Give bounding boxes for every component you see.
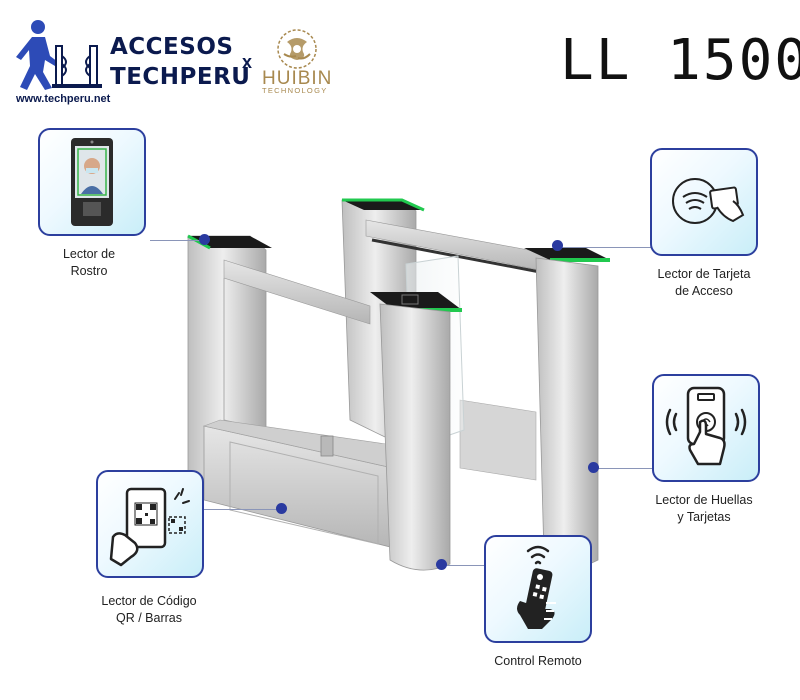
huibin-emblem-icon bbox=[276, 28, 318, 70]
feature-card-remote-control bbox=[484, 535, 592, 643]
connector-line bbox=[204, 509, 280, 510]
feature-label-face-reader: Lector de Rostro bbox=[62, 247, 116, 278]
feature-label-remote-control: Control Remoto bbox=[494, 654, 582, 668]
qr-barcode-phone-icon bbox=[109, 487, 190, 567]
fingerprint-card-reader-icon bbox=[665, 386, 747, 466]
brand-name-line2: TECHPERU bbox=[110, 64, 251, 90]
feature-card-access-card bbox=[650, 148, 758, 256]
pointer-dot bbox=[199, 234, 210, 245]
feature-label-qr-reader: Lector de Código QR / Barras bbox=[101, 594, 197, 625]
feature-card-qr-reader bbox=[96, 470, 204, 578]
pointer-dot bbox=[436, 559, 447, 570]
brand-website: www.techperu.net bbox=[16, 93, 111, 105]
connector-line bbox=[150, 240, 202, 241]
connector-line bbox=[444, 565, 484, 566]
feature-label-fingerprint-reader: Lector de Huellas y Tarjetas bbox=[655, 493, 753, 524]
brand-name-line1: ACCESOS bbox=[110, 34, 234, 60]
swing-turnstile-image bbox=[180, 180, 620, 580]
model-title: LL 1500 bbox=[560, 28, 800, 93]
face-reader-icon bbox=[71, 138, 113, 226]
connector-line bbox=[560, 247, 652, 248]
partner-subtitle: TECHNOLOGY bbox=[262, 86, 328, 95]
accesos-techperu-logo-icon bbox=[12, 18, 108, 92]
pointer-dot bbox=[588, 462, 599, 473]
partner-name: HUIBIN bbox=[262, 68, 333, 89]
pointer-dot bbox=[552, 240, 563, 251]
connector-line bbox=[598, 468, 652, 469]
feature-card-face-reader bbox=[38, 128, 146, 236]
feature-label-access-card: Lector de Tarjeta de Acceso bbox=[657, 267, 751, 298]
feature-card-fingerprint-reader bbox=[652, 374, 760, 482]
access-card-icon bbox=[672, 178, 745, 224]
remote-control-icon bbox=[517, 545, 556, 629]
pointer-dot bbox=[276, 503, 287, 514]
collab-separator: x bbox=[242, 52, 253, 72]
